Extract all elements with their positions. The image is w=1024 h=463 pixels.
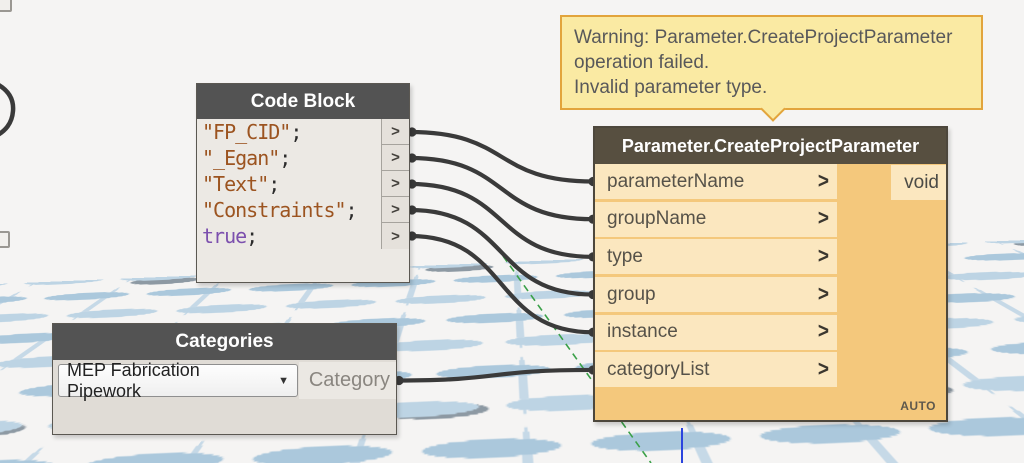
input-port-type[interactable]: type > bbox=[595, 239, 837, 275]
code-token: ; bbox=[268, 172, 280, 196]
input-port-parameterName[interactable]: parameterName > bbox=[595, 164, 837, 199]
categories-header[interactable]: Categories bbox=[53, 324, 396, 360]
code-line[interactable]: "FP_CID"; bbox=[197, 119, 381, 145]
warning-text-line: operation failed. bbox=[574, 52, 710, 73]
code-token: "Text" bbox=[202, 172, 269, 196]
input-port-label: type bbox=[607, 245, 643, 267]
code-token: ; bbox=[345, 198, 358, 222]
wire[interactable] bbox=[407, 129, 596, 184]
code-block-header[interactable]: Code Block bbox=[197, 84, 409, 119]
warning-tooltip: Warning: Parameter.CreateProjectParamete… bbox=[560, 15, 983, 122]
code-line[interactable]: true; bbox=[197, 223, 381, 249]
chevron-right-icon: > bbox=[817, 281, 829, 307]
chevron-right-icon: > bbox=[817, 168, 829, 193]
code-token: ; bbox=[246, 224, 258, 248]
input-port-group[interactable]: group > bbox=[595, 277, 837, 313]
offscreen-node-fragment bbox=[0, 0, 12, 12]
node-categories[interactable]: Categories MEP Fabrication Pipework ▼ Ca… bbox=[52, 323, 397, 435]
code-token: "FP_CID" bbox=[202, 120, 291, 144]
output-port[interactable]: > bbox=[382, 119, 409, 145]
input-port-label: categoryList bbox=[607, 358, 710, 380]
parameter-node-inputs: parameterName>groupName>type>group>insta… bbox=[595, 164, 837, 390]
category-output-port[interactable]: Category bbox=[299, 362, 396, 399]
input-port-label: instance bbox=[607, 321, 678, 343]
output-port[interactable]: > bbox=[382, 145, 409, 171]
parameter-node-header[interactable]: Parameter.CreateProjectParameter bbox=[595, 128, 946, 164]
node-parameter-createprojectparameter[interactable]: Parameter.CreateProjectParameter paramet… bbox=[593, 126, 948, 422]
void-output-port[interactable]: void bbox=[891, 165, 946, 200]
input-port-instance[interactable]: instance > bbox=[595, 314, 837, 350]
code-token: ; bbox=[290, 120, 302, 144]
output-port[interactable]: > bbox=[382, 223, 409, 249]
output-port[interactable]: > bbox=[382, 171, 409, 197]
chevron-right-icon: > bbox=[817, 244, 829, 269]
code-line[interactable]: "Text"; bbox=[197, 171, 381, 197]
node-code-block[interactable]: Code Block "FP_CID";"_Egan";"Text";"Cons… bbox=[196, 83, 410, 283]
wire[interactable] bbox=[407, 181, 596, 259]
wire[interactable] bbox=[407, 155, 596, 222]
code-block-body[interactable]: "FP_CID";"_Egan";"Text";"Constraints";tr… bbox=[197, 119, 381, 249]
code-line[interactable]: "Constraints"; bbox=[197, 197, 381, 223]
warning-text-line: Invalid parameter type. bbox=[574, 77, 768, 98]
code-token: ; bbox=[279, 146, 291, 170]
category-dropdown[interactable]: MEP Fabrication Pipework ▼ bbox=[58, 360, 298, 401]
input-port-categoryList[interactable]: categoryList > bbox=[595, 352, 837, 388]
tooltip-pointer bbox=[760, 96, 786, 122]
code-block-output-ports: >>>>> bbox=[381, 119, 409, 249]
input-port-groupName[interactable]: groupName > bbox=[595, 201, 837, 237]
chevron-right-icon: > bbox=[817, 206, 829, 231]
category-dropdown-value: MEP Fabrication Pipework bbox=[67, 359, 200, 401]
code-token: "_Egan" bbox=[202, 146, 280, 170]
code-token: true bbox=[202, 224, 247, 248]
chevron-right-icon: > bbox=[817, 319, 829, 344]
code-line[interactable]: "_Egan"; bbox=[197, 145, 381, 171]
output-port[interactable]: > bbox=[382, 197, 409, 223]
input-port-label: groupName bbox=[607, 208, 707, 230]
chevron-right-icon: > bbox=[817, 357, 829, 382]
lacing-badge: AUTO bbox=[900, 399, 936, 413]
offscreen-wire-loop bbox=[0, 83, 16, 137]
offscreen-node-fragment bbox=[0, 231, 10, 248]
input-port-label: parameterName bbox=[607, 170, 745, 192]
warning-text-line: Warning: Parameter.CreateProjectParamete… bbox=[574, 27, 953, 48]
chevron-down-icon: ▼ bbox=[278, 374, 289, 387]
code-token: "Constraints" bbox=[202, 198, 347, 222]
input-port-label: group bbox=[607, 283, 656, 305]
